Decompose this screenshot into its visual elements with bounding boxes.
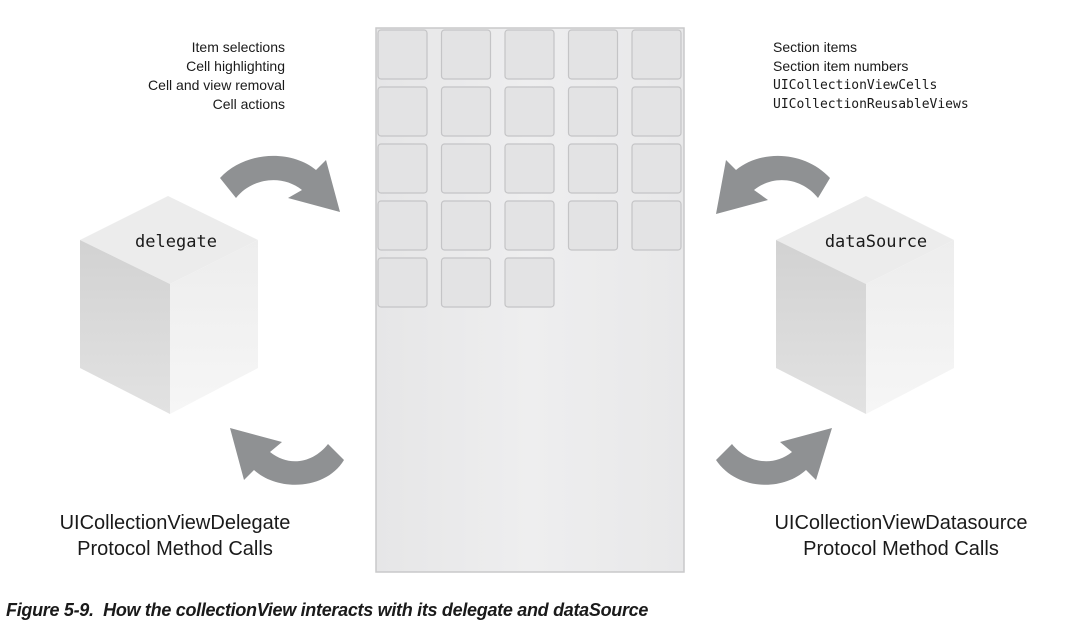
collection-cell	[631, 143, 682, 194]
list-item: Cell and view removal	[148, 77, 285, 93]
collection-cell	[631, 29, 682, 80]
collection-cell	[440, 257, 492, 308]
collection-cell	[567, 143, 619, 194]
datasource-items-list: Section items Section item numbers UICol…	[773, 38, 969, 114]
collection-cell	[567, 200, 619, 251]
collection-cell	[377, 29, 428, 80]
figure-number: Figure 5-9.	[6, 600, 94, 620]
protocol-name: UICollectionViewDatasource	[774, 512, 1028, 534]
delegate-label: delegate	[135, 232, 217, 252]
list-item: Cell actions	[212, 96, 285, 112]
collection-cell	[504, 86, 555, 137]
protocol-subtitle: Protocol Method Calls	[77, 538, 273, 560]
collection-cell	[567, 86, 619, 137]
curved-arrow-icon	[230, 428, 344, 485]
collection-cell	[504, 200, 555, 251]
datasource-label: dataSource	[825, 232, 927, 252]
list-item: Cell highlighting	[186, 58, 285, 74]
collection-cell	[504, 143, 555, 194]
curved-arrow-icon	[716, 155, 830, 214]
collection-cell	[377, 86, 428, 137]
collection-cell	[377, 143, 428, 194]
collection-cell	[631, 86, 682, 137]
cell-grid	[377, 29, 682, 308]
collection-cell	[631, 200, 682, 251]
collection-cell	[440, 29, 492, 80]
figure-text: How the collectionView interacts with it…	[103, 600, 649, 620]
datasource-cube: dataSource	[776, 196, 954, 414]
delegate-cube: delegate	[80, 196, 258, 414]
protocol-name: UICollectionViewDelegate	[59, 512, 291, 534]
collection-view-panel	[375, 27, 685, 573]
collection-cell	[567, 29, 619, 80]
delegate-events-list: Item selections Cell highlighting Cell a…	[148, 38, 285, 114]
collection-cell	[504, 257, 555, 308]
list-item: UICollectionReusableViews	[773, 97, 969, 112]
collection-cell	[440, 200, 492, 251]
datasource-protocol-label: UICollectionViewDatasource Protocol Meth…	[746, 510, 1056, 562]
curved-arrow-icon	[716, 428, 832, 485]
figure-caption: Figure 5-9. How the collectionView inter…	[6, 600, 648, 621]
list-item: Item selections	[191, 39, 285, 55]
collection-cell	[504, 29, 555, 80]
collection-cell	[440, 143, 492, 194]
list-item: Section items	[773, 39, 858, 55]
protocol-subtitle: Protocol Method Calls	[803, 538, 999, 560]
collection-cell	[440, 86, 492, 137]
collection-cell	[377, 257, 428, 308]
list-item: UICollectionViewCells	[773, 78, 938, 93]
curved-arrow-icon	[220, 155, 340, 212]
collection-cell	[377, 200, 428, 251]
list-item: Section item numbers	[773, 58, 909, 74]
delegate-protocol-label: UICollectionViewDelegate Protocol Method…	[20, 510, 330, 562]
